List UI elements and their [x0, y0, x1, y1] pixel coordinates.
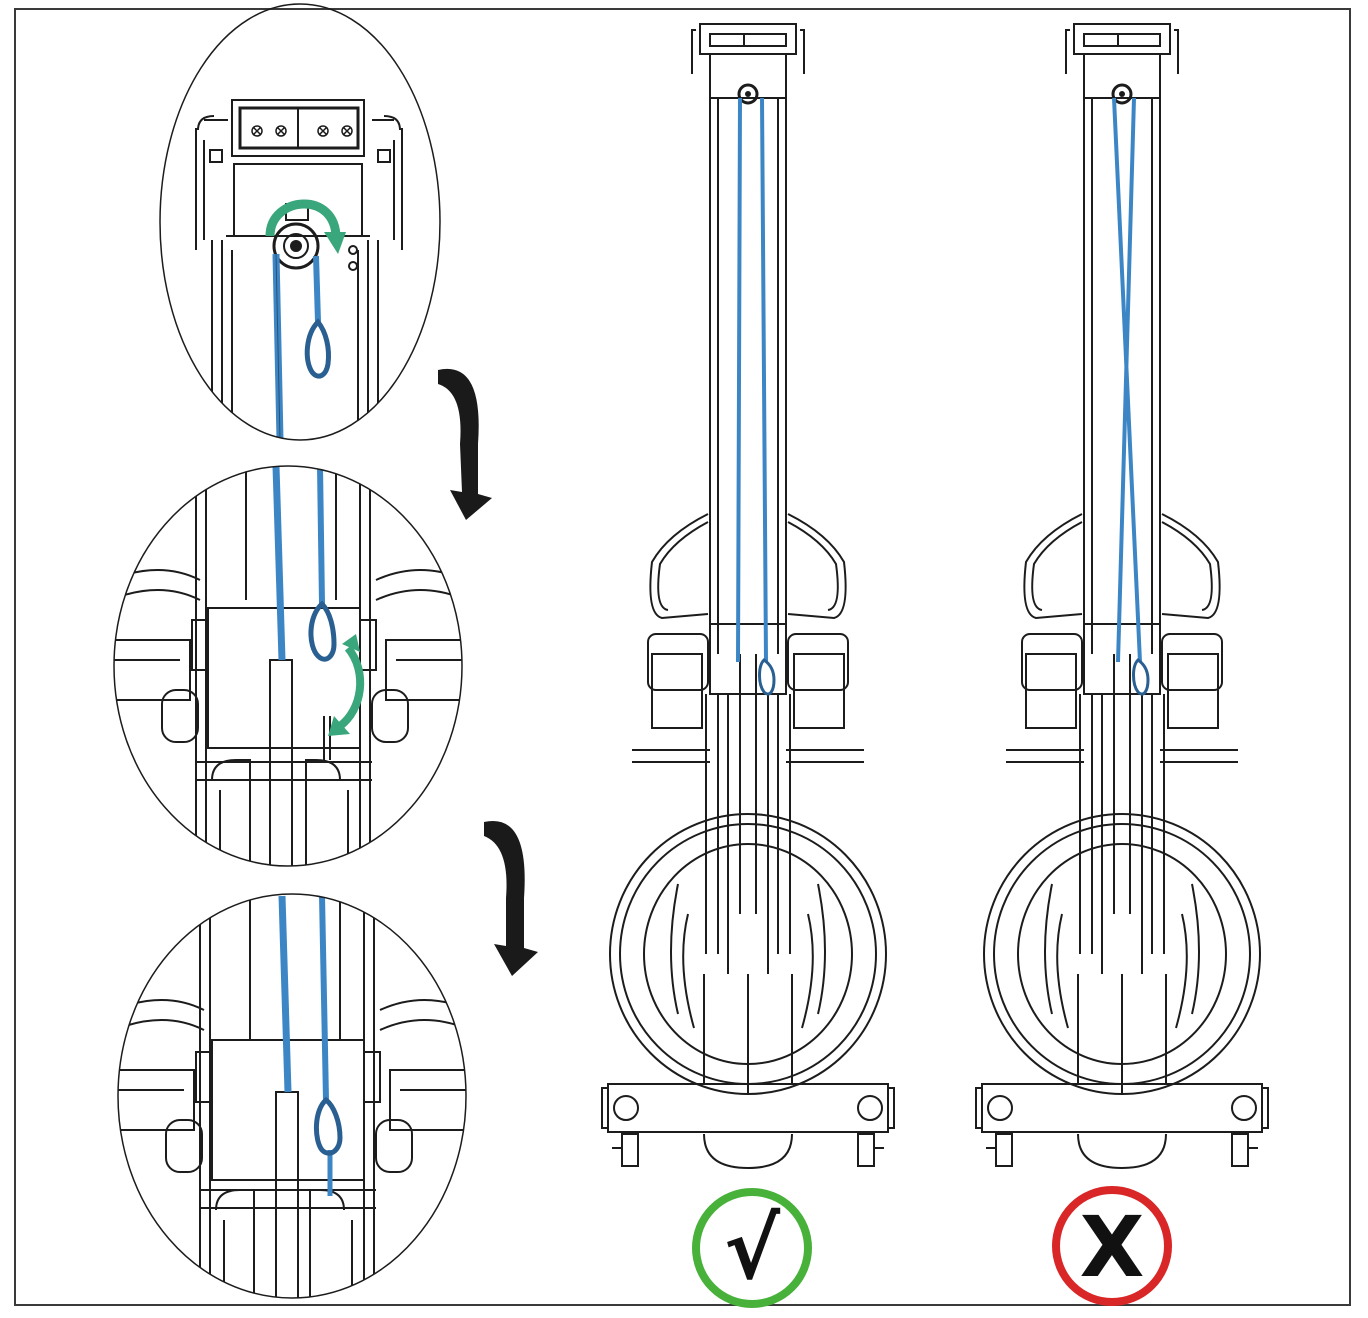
detail-hook-clip: [113, 465, 463, 867]
correct-mark: √: [692, 1188, 812, 1308]
incorrect-mark: X: [1052, 1186, 1172, 1306]
cross-icon: X: [1080, 1198, 1145, 1296]
carabiner-icon: [314, 1096, 343, 1156]
carabiner-icon: [308, 600, 337, 662]
detail-hook-attached: [117, 893, 467, 1299]
detail-pulley-top: [159, 3, 441, 441]
carabiner-icon: [304, 318, 331, 379]
step-arrow-icon: [484, 820, 538, 976]
figure-frame: [14, 8, 1351, 1306]
step-arrow-icon: [438, 368, 492, 520]
machine-correct: [601, 23, 895, 1169]
machine-incorrect: [975, 23, 1269, 1169]
rotate-arrow-icon: [328, 634, 365, 736]
check-icon: √: [724, 1200, 781, 1298]
rotate-arrow-icon: [265, 199, 346, 254]
